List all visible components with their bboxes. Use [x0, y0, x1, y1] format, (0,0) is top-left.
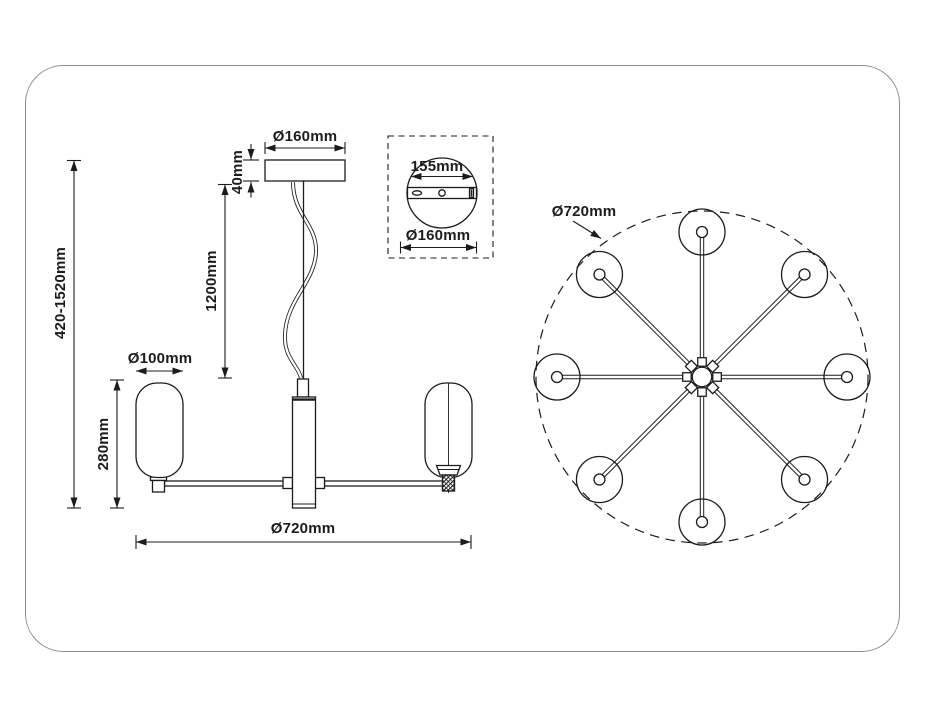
dim-topview-diameter: Ø720mm — [552, 203, 617, 239]
dim-canopy-height: 40mm — [229, 144, 259, 198]
mount-hole-spacing-label: 155mm — [411, 158, 464, 175]
inset-dashed-box — [387, 135, 494, 259]
dim-mount-hole-spacing: 155mm — [411, 158, 473, 180]
dim-shade-height: 280mm — [95, 379, 124, 509]
plate-diameter-label: Ø160mm — [406, 227, 471, 244]
canopy-side — [264, 159, 346, 182]
shade-height-label: 280mm — [95, 418, 112, 471]
top-view: Ø720mm — [534, 203, 870, 545]
arm-left-connector — [282, 476, 294, 490]
right-socket-cap — [435, 464, 462, 476]
frame-border — [25, 65, 900, 652]
left-bulb-socket — [151, 479, 166, 493]
dim-plate-diameter: Ø160mm — [399, 227, 478, 254]
dim-fixture-width: Ø720mm — [135, 520, 472, 549]
dim-canopy-diameter: Ø160mm — [264, 128, 346, 154]
shade-diameter-label: Ø100mm — [128, 350, 193, 367]
arm-right — [323, 480, 444, 487]
central-body — [291, 396, 317, 509]
total-height-label: 420-1520mm — [52, 247, 69, 339]
right-lamp — [424, 382, 473, 493]
fixture-width-label: Ø720mm — [271, 520, 336, 537]
left-shade — [135, 382, 184, 479]
canopy-height-label: 40mm — [229, 150, 246, 194]
canopy-diameter-label: Ø160mm — [273, 128, 338, 145]
mount-hole-center — [438, 189, 446, 197]
top-view-hub — [691, 366, 713, 388]
mount-bracket-band — [406, 186, 478, 200]
left-lamp — [135, 382, 184, 493]
arm-left — [163, 480, 285, 487]
dim-shade-diameter: Ø100mm — [128, 350, 193, 375]
mount-slot-left — [411, 190, 423, 196]
dim-total-height: 420-1520mm — [52, 159, 81, 509]
suspension-length-label: 1200mm — [203, 250, 220, 311]
column-stem — [296, 378, 310, 398]
side-view: Ø160mm 40mm 1200mm 420-1520mm Ø100m — [52, 128, 473, 549]
dim-suspension-length: 1200mm — [203, 183, 232, 379]
right-threaded-socket — [441, 474, 456, 492]
suspension-cable — [282, 181, 319, 379]
top-view-dashed-circle — [535, 210, 869, 544]
topview-diameter-label: Ø720mm — [552, 203, 617, 220]
canopy-detail-inset: 155mm Ø160mm — [387, 135, 494, 259]
arm-right-connector — [314, 476, 326, 490]
